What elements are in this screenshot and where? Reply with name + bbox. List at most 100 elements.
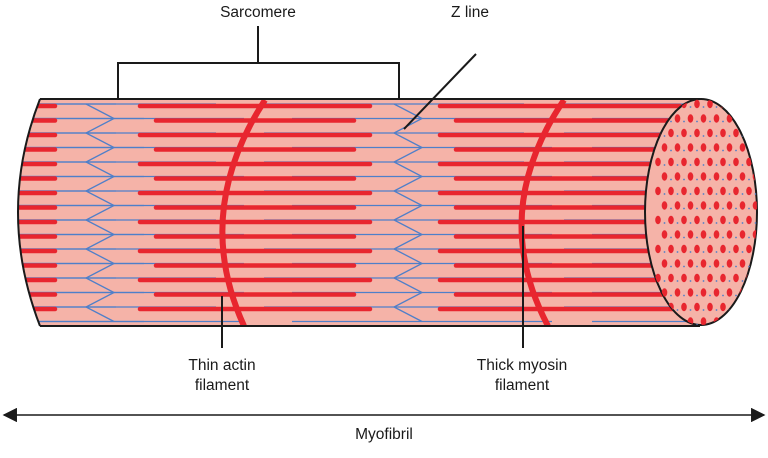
actin-dot (715, 309, 718, 311)
cross-section-face (644, 98, 758, 326)
myosin-dot (720, 273, 726, 283)
actin-dot (728, 280, 731, 282)
myosin-dot (661, 201, 668, 210)
actin-dot (670, 294, 672, 297)
myosin-dot (655, 186, 661, 196)
actin-dot (722, 207, 724, 210)
sarcomere-bracket (117, 26, 400, 99)
actin-dot (702, 309, 705, 311)
actin-dot (722, 265, 724, 268)
actin-dot (748, 294, 750, 297)
thin-label-line-1: Thin actin (188, 357, 256, 374)
myosin-dot (707, 186, 713, 196)
z-line-label: Z line (451, 4, 489, 21)
myosin-dot (726, 288, 733, 297)
actin-dot (748, 265, 750, 268)
band-curve-1 (219, 99, 268, 326)
z-lines (0, 103, 700, 323)
actin-dot (663, 280, 666, 282)
actin-dot (709, 265, 711, 268)
actin-dot (702, 164, 705, 166)
actin-dot (748, 178, 750, 181)
actin-dot (761, 150, 763, 152)
myosin-dot (733, 186, 739, 196)
myosin-dot (733, 99, 739, 109)
thin-actin-filament-label: Thin actin filament (152, 356, 292, 396)
myosin-dot (681, 157, 687, 167)
actin-dot (748, 323, 750, 325)
myosin-dot (713, 114, 720, 123)
myosin-dot (746, 157, 752, 167)
myosin-dot (726, 172, 733, 181)
myosin-dot (700, 259, 707, 268)
actin-dot (761, 324, 763, 326)
actin-dot (670, 178, 672, 181)
myosin-dot (746, 99, 752, 109)
actin-dot (676, 309, 679, 311)
thick-label-line-2: filament (494, 377, 550, 394)
myosin-dot (694, 244, 700, 254)
myosin-dot (746, 215, 752, 225)
actin-dot (754, 309, 757, 311)
myosin-dot (681, 215, 687, 225)
myosin-dot (661, 143, 668, 152)
myosin-dot (668, 273, 674, 283)
z-line-2 (392, 103, 424, 323)
actin-dot (702, 193, 705, 195)
actin-dot (761, 295, 763, 297)
actin-dot (761, 208, 763, 210)
myosin-dot (746, 244, 752, 254)
myosin-dot (726, 230, 733, 239)
myosin-dot (694, 99, 700, 109)
myosin-dot (733, 128, 739, 138)
actin-dot (735, 323, 737, 325)
myosin-dot (668, 186, 674, 196)
actin-dot (696, 207, 698, 210)
myosin-dot (733, 215, 739, 225)
myosin-dot (713, 259, 720, 268)
actin-dot (735, 207, 737, 210)
actin-dot (741, 280, 744, 282)
actin-dot (683, 265, 685, 268)
actin-dot (689, 309, 692, 311)
actin-dot (670, 120, 672, 123)
actin-dot (702, 222, 705, 224)
myosin-dot (739, 143, 746, 152)
actin-dot (715, 193, 718, 195)
actin-dot (663, 222, 666, 224)
actin-dot (709, 149, 711, 152)
myosin-dot (752, 114, 757, 123)
myosin-dot (668, 215, 674, 225)
actin-dot (683, 178, 685, 181)
actin-dot (715, 135, 718, 137)
actin-dot (735, 178, 737, 181)
actin-dot (741, 222, 744, 224)
myosin-dot (700, 288, 707, 297)
myosin-dot (720, 215, 726, 225)
actin-dot (748, 236, 750, 239)
actin-dot (722, 323, 724, 325)
actin-dot (728, 193, 731, 195)
actin-dot (754, 164, 757, 166)
myosin-dot (720, 157, 726, 167)
myosin-dot (707, 128, 713, 138)
myosin-dot (687, 259, 694, 268)
myosin-dot (687, 143, 694, 152)
actin-dot (670, 149, 672, 152)
myosin-dot (713, 288, 720, 297)
z-line-0 (0, 104, 14, 322)
actin-dot (741, 164, 744, 166)
myosin-dot (681, 186, 687, 196)
actin-dot (696, 149, 698, 152)
actin-dot (696, 294, 698, 297)
actin-dot (754, 135, 757, 137)
actin-dot (702, 106, 705, 108)
myosin-dot (746, 186, 752, 196)
myosin-dot (668, 128, 674, 138)
actin-dot (735, 236, 737, 239)
myosin-dot (726, 143, 733, 152)
myosin-dot (720, 244, 726, 254)
myosin-dot (739, 317, 746, 325)
actin-dot (722, 294, 724, 297)
